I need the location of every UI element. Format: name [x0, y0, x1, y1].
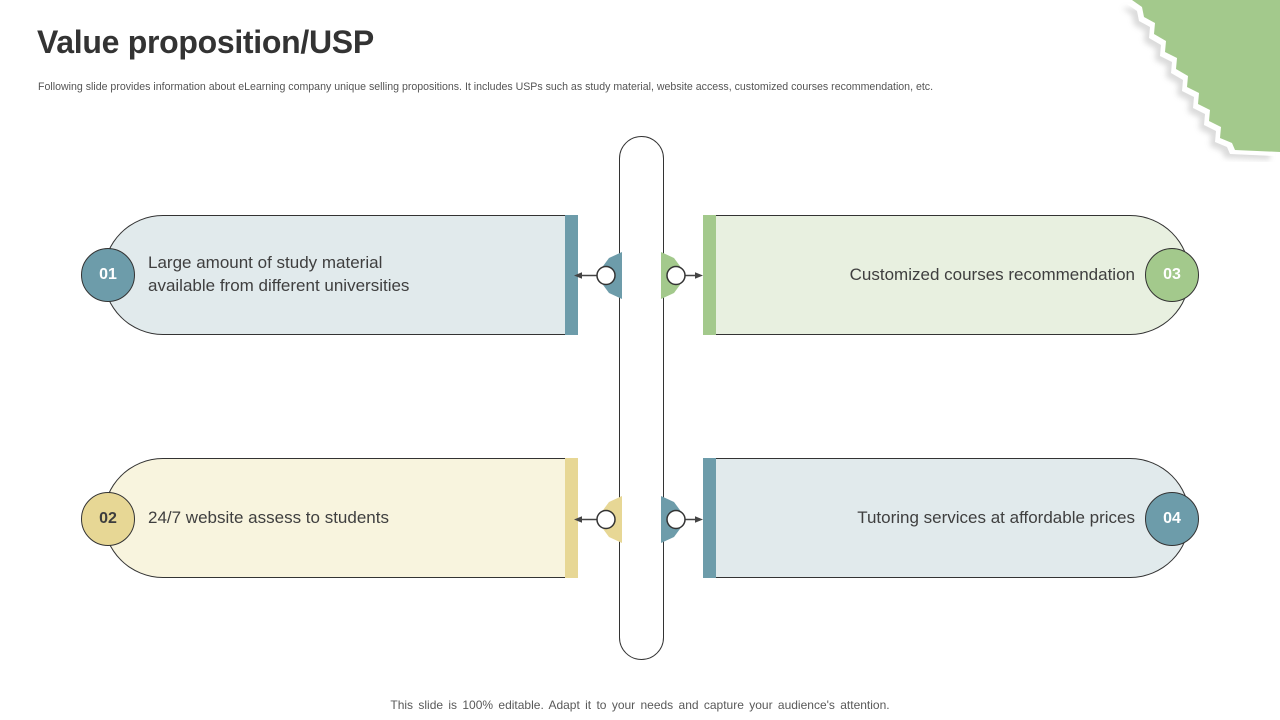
- card-04-shape: [716, 458, 1190, 578]
- arrow-right-icon: [695, 272, 703, 279]
- card-01-text-line1: Large amount of study material: [148, 253, 383, 273]
- connector-row1-left: [574, 252, 622, 299]
- card-03-text: Customized courses recommendation: [780, 215, 1135, 335]
- card-02-text-line1: 24/7 website assess to students: [148, 507, 389, 527]
- card-03-number-badge: 03: [1145, 248, 1199, 302]
- card-04-edge-bar: [703, 458, 716, 578]
- card-04-text-line1: Tutoring services at affordable prices: [857, 507, 1135, 527]
- card-01-text: Large amount of study material available…: [148, 215, 488, 335]
- arrow-left-icon: [574, 516, 582, 523]
- arrow-right-icon: [695, 516, 703, 523]
- card-01-shape: [103, 215, 565, 335]
- torn-paper-corner-icon: [1122, 0, 1280, 160]
- card-02-edge-bar: [565, 458, 578, 578]
- arrow-left-icon: [574, 272, 582, 279]
- page-title: Value proposition/USP: [37, 24, 374, 60]
- editable-note: This slide is 100% editable. Adapt it to…: [390, 698, 890, 712]
- node-circle: [596, 509, 616, 530]
- center-spine-capsule: [619, 136, 664, 660]
- connector-row1-right: [661, 252, 703, 299]
- card-03-text-line1: Customized courses recommendation: [849, 264, 1135, 284]
- card-02-text: 24/7 website assess to students: [148, 458, 488, 578]
- slide-subtitle: Following slide provides information abo…: [38, 81, 934, 93]
- card-03-edge-bar: [703, 215, 716, 335]
- card-01-text-line2: available from different universities: [148, 276, 410, 295]
- connector-row2-right: [661, 496, 703, 543]
- torn-corner-paper: [1132, 0, 1280, 152]
- card-04-number: 04: [1163, 510, 1181, 527]
- card-01-number: 01: [99, 266, 117, 283]
- card-02-number: 02: [99, 510, 117, 527]
- node-circle: [666, 265, 686, 286]
- connector-row2-left: [574, 496, 622, 543]
- node-circle: [596, 265, 616, 286]
- card-02-number-badge: 02: [81, 492, 135, 546]
- card-04-number-badge: 04: [1145, 492, 1199, 546]
- card-04-text: Tutoring services at affordable prices: [780, 458, 1135, 578]
- card-03-number: 03: [1163, 266, 1181, 283]
- node-circle: [666, 509, 686, 530]
- card-01-edge-bar: [565, 215, 578, 335]
- card-03-shape: [716, 215, 1190, 335]
- card-01-number-badge: 01: [81, 248, 135, 302]
